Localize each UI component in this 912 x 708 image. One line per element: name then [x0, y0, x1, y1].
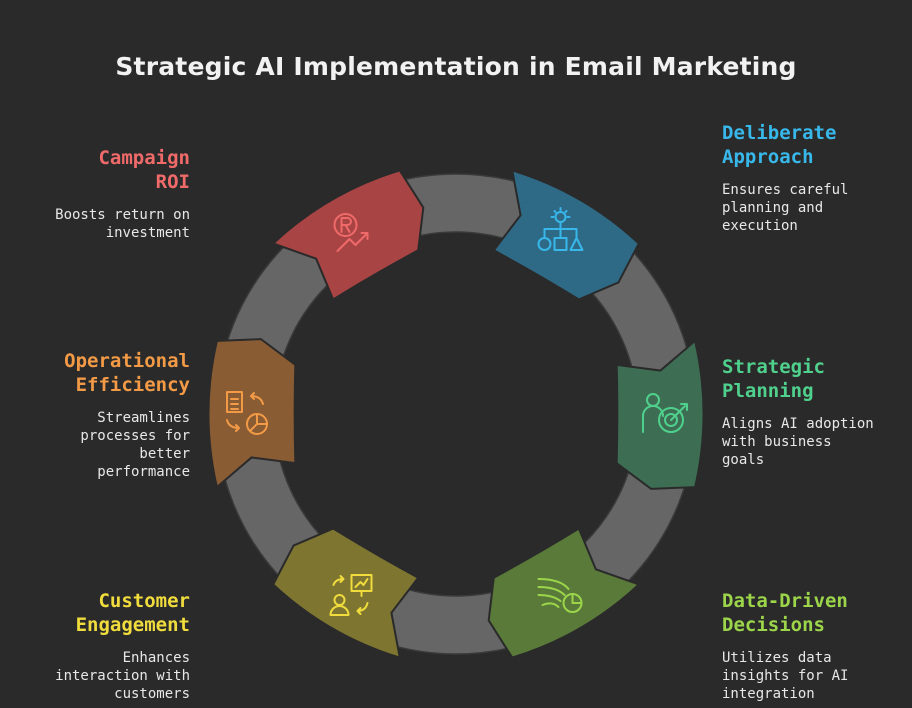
segment-engagement: [271, 527, 420, 660]
data-flow-pie-icon: [537, 577, 583, 613]
segment-efficiency: [207, 338, 297, 489]
stage-segments: [207, 168, 705, 660]
idea-shapes-icon: [537, 207, 584, 252]
roi-chart-icon: [333, 213, 369, 253]
stage-icons: [226, 207, 688, 616]
process-doc-pie-icon: [226, 391, 268, 435]
person-target-icon: [642, 393, 688, 433]
diagram-title: Strategic AI Implementation in Email Mar…: [115, 52, 797, 81]
segment-deliberate: [492, 168, 641, 301]
presenter-icon: [329, 573, 373, 616]
